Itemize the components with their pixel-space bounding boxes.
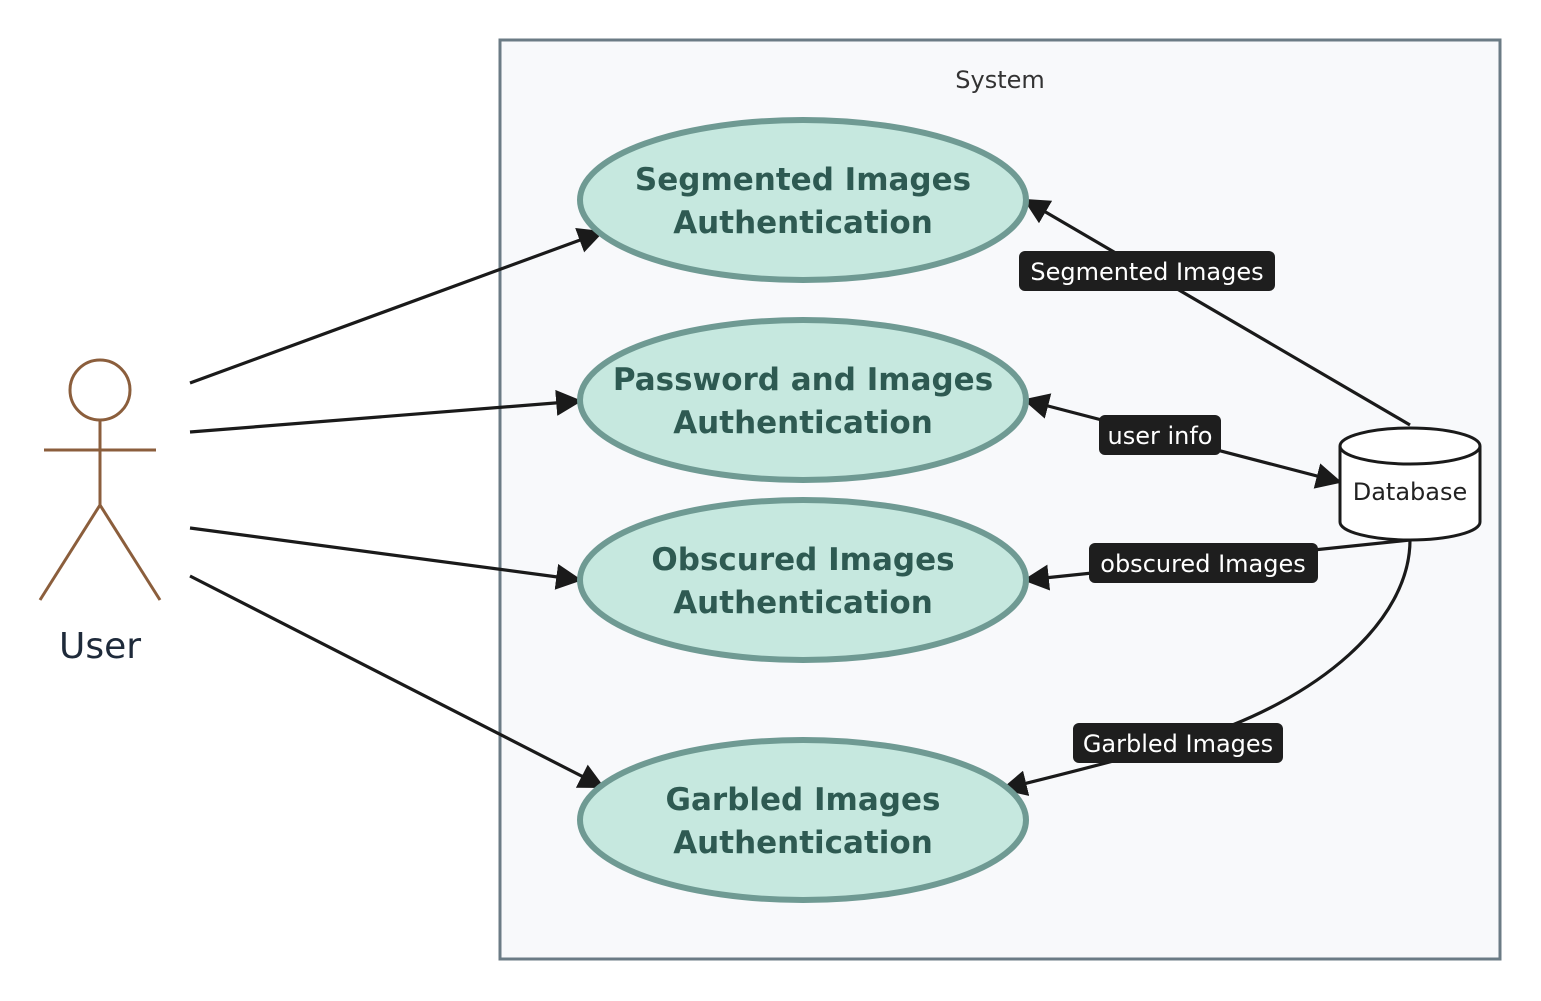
edge-label-segmented: Segmented Images [1019,251,1275,291]
usecase-garbled[interactable]: Garbled Images Authentication [577,737,1029,903]
usecase-garbled-line1: Garbled Images [666,782,941,818]
actor-label: User [59,626,141,667]
usecase-garbled-line2: Authentication [673,825,933,861]
actor-user[interactable]: User [38,358,162,667]
edge-user-password [189,389,583,434]
usecase-segmented-line1: Segmented Images [635,162,971,198]
usecase-password-line1: Password and Images [613,362,993,398]
edge-db-segmented [1023,198,1411,427]
edge-label-segmented-text: Segmented Images [1030,258,1263,286]
edge-label-user-info: user info [1099,415,1221,455]
system-title: System [955,66,1045,94]
actor-head [68,358,132,422]
edge-label-garbled: Garbled Images [1073,723,1283,763]
usecase-password-line2: Authentication [673,405,933,441]
usecase-segmented[interactable]: Segmented Images Authentication [577,117,1029,283]
actor-left-leg [38,504,102,601]
edge-label-garbled-text: Garbled Images [1083,730,1273,758]
usecase-obscured-line1: Obscured Images [651,542,954,578]
edge-label-obscured: obscured Images [1089,543,1318,583]
usecase-obscured[interactable]: Obscured Images Authentication [577,497,1029,663]
actor-right-leg [98,504,162,601]
edge-user-obscured [189,526,583,590]
usecase-password[interactable]: Password and Images Authentication [577,317,1029,483]
database-body [1338,446,1482,542]
edge-label-user-info-text: user info [1108,422,1213,450]
database-label: Database [1353,478,1468,506]
usecase-segmented-line2: Authentication [673,205,933,241]
edge-user-segmented [189,227,605,385]
edge-user-garbled [189,574,605,789]
database[interactable]: Database [1338,426,1482,542]
database-top [1338,426,1482,466]
edge-label-obscured-text: obscured Images [1100,550,1305,578]
usecase-obscured-line2: Authentication [673,585,933,621]
